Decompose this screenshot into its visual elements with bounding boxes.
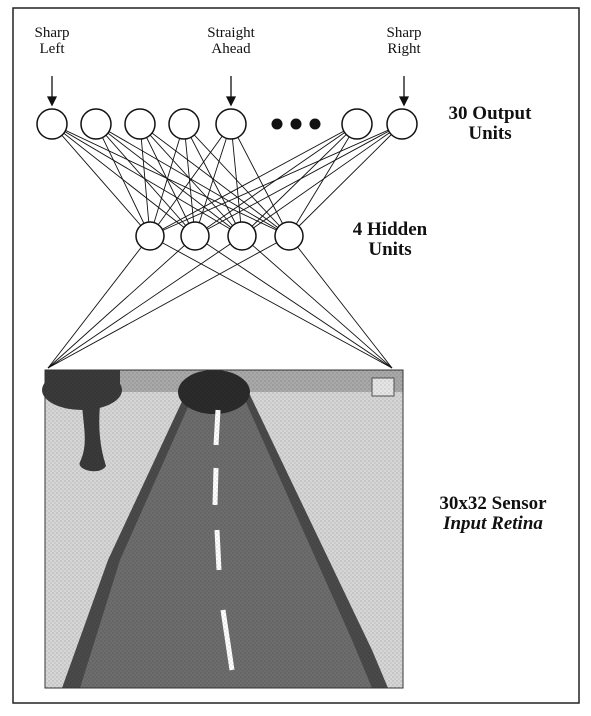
hidden-units	[135, 221, 304, 251]
output-unit	[341, 108, 373, 140]
hidden-input-connections	[47, 235, 393, 369]
retina-border	[44, 369, 404, 689]
label-output-units: 30 Output Units	[448, 103, 532, 144]
figure-frame	[12, 7, 580, 704]
ellipsis-dot	[271, 118, 283, 130]
label-sharp-right: Sharp Right	[386, 25, 422, 57]
output-ellipsis	[271, 118, 321, 130]
output-unit	[215, 108, 247, 140]
label-sharp-left: Sharp Left	[34, 25, 70, 57]
ellipsis-dot	[309, 118, 321, 130]
output-unit	[168, 108, 200, 140]
hidden-unit	[180, 221, 210, 251]
output-unit	[36, 108, 68, 140]
output-unit	[80, 108, 112, 140]
label-straight-ahead: Straight Ahead	[207, 25, 255, 57]
arrowhead-straight-ahead	[225, 96, 237, 107]
ellipsis-dot	[290, 118, 302, 130]
hidden-unit	[274, 221, 304, 251]
arrowhead-sharp-right	[398, 96, 410, 107]
output-units	[36, 108, 418, 140]
label-sensor-retina: 30x32 Sensor Input Retina	[439, 493, 547, 534]
label-hidden-units: 4 Hidden Units	[352, 219, 428, 260]
output-unit	[124, 108, 156, 140]
input-retina-image	[42, 369, 404, 689]
hidden-unit	[135, 221, 165, 251]
hidden-unit	[227, 221, 257, 251]
output-hidden-connections	[51, 123, 403, 237]
output-unit	[386, 108, 418, 140]
arrows	[46, 76, 410, 107]
arrowhead-sharp-left	[46, 96, 58, 107]
